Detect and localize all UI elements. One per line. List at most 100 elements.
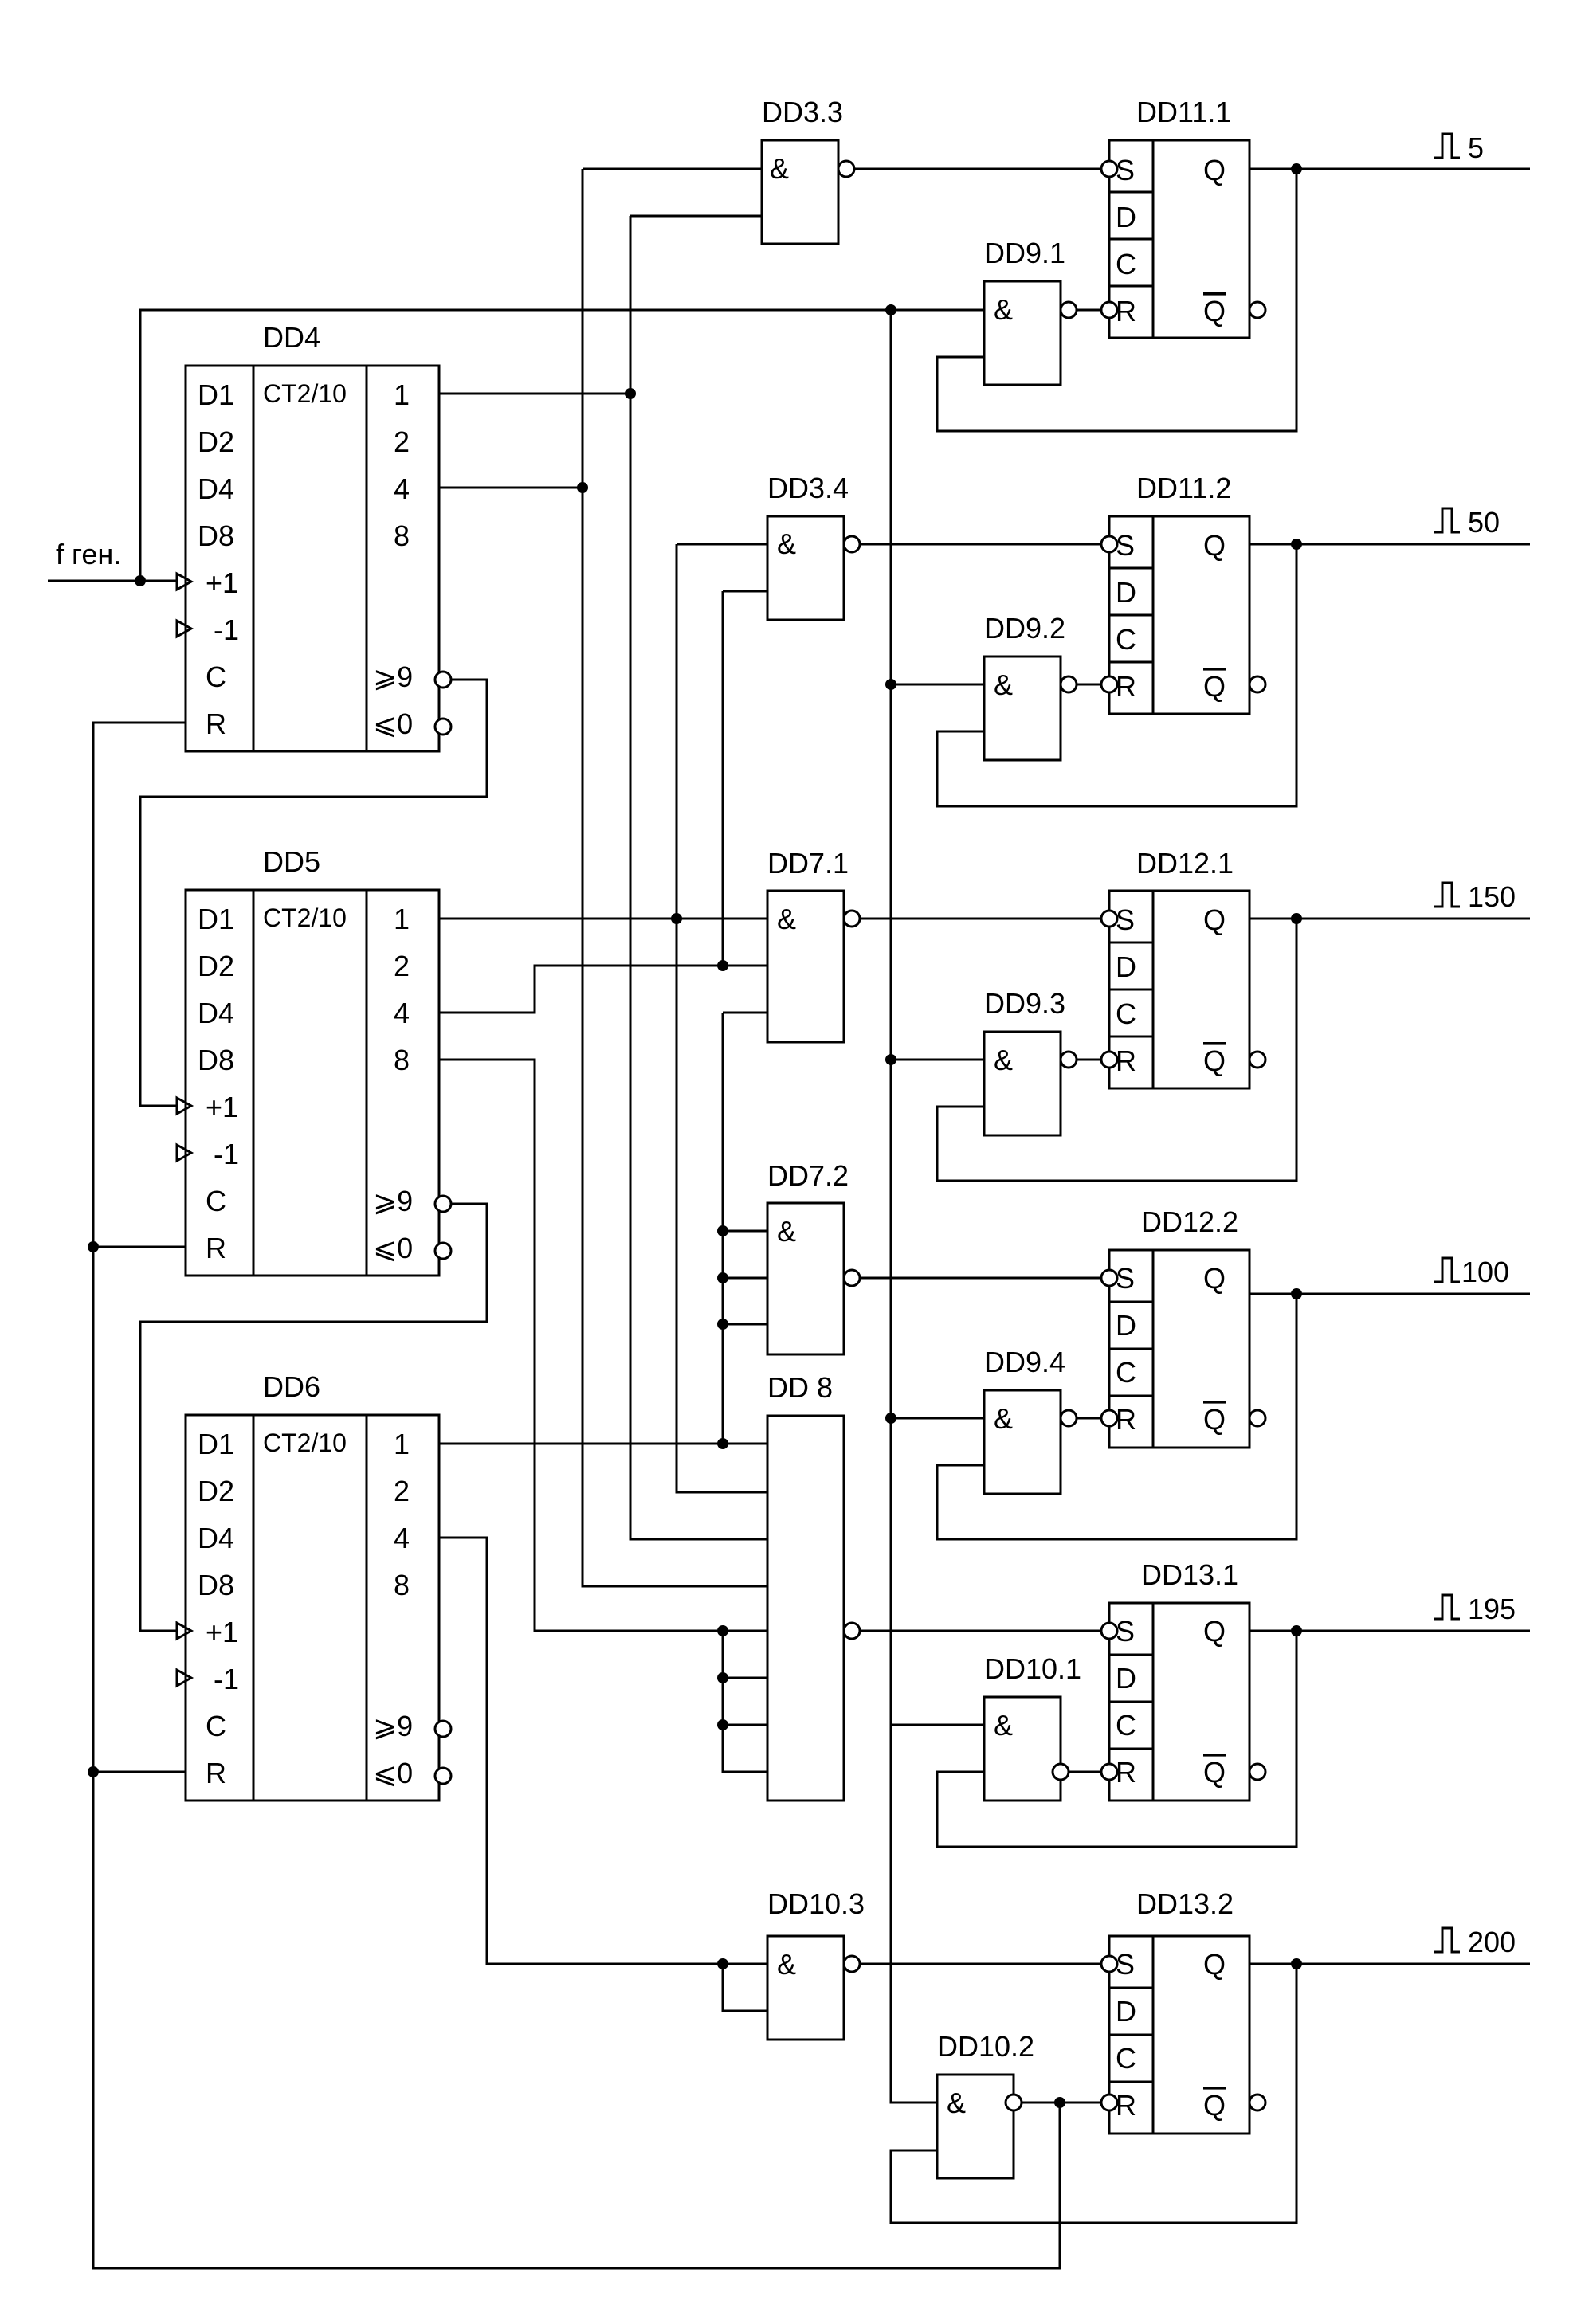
inverter-bubble-icon	[842, 1621, 861, 1640]
pulse-icon	[1434, 132, 1460, 159]
output-label: 5	[1468, 131, 1484, 164]
wire	[936, 919, 1298, 1182]
flipflop-label: DD13.1	[1141, 1558, 1238, 1591]
pin-label: R	[1116, 670, 1136, 703]
gate-dd9-4: DD9.4 &	[983, 1346, 1078, 1495]
pin-label: D1	[198, 903, 234, 935]
counter-label: DD4	[263, 321, 320, 354]
pin-label: C	[1116, 997, 1136, 1030]
wire	[936, 1631, 1298, 1848]
inverter-bubble-icon	[1100, 1954, 1119, 1973]
pin-label: -1	[214, 613, 239, 646]
pin-label: D8	[198, 1044, 234, 1076]
clock-triangle-icon	[175, 1668, 194, 1688]
junction-dot	[88, 1241, 99, 1252]
counter-dd6: DD6 CT2/10 D1 D2 D4 D8 +1 -1 C R 1 2 4 8…	[175, 1370, 453, 1802]
pin-label: Q	[1203, 2089, 1226, 2122]
gate-dd9-2: DD9.2 &	[983, 612, 1078, 762]
inverter-bubble-icon	[1059, 675, 1078, 694]
input-label: f ген.	[56, 538, 121, 570]
pulse-icon	[1434, 1593, 1460, 1621]
gate-label: DD10.2	[937, 2030, 1034, 2063]
gate-label: DD3.4	[767, 472, 849, 504]
pin-label: S	[1116, 903, 1135, 936]
pin-label: 2	[394, 425, 410, 458]
wire	[629, 216, 767, 1541]
gate-dd9-1: DD9.1 &	[983, 237, 1078, 386]
pin-label: 4	[394, 997, 410, 1029]
pin-label: C	[1116, 1709, 1136, 1742]
pin-label: 2	[394, 950, 410, 982]
flipflop-label: DD11.1	[1136, 96, 1231, 128]
pin-label: R	[1116, 2089, 1136, 2122]
flipflop-label: DD13.2	[1136, 1887, 1234, 1920]
pin-label: -1	[214, 1663, 239, 1695]
gate-label: DD7.2	[767, 1159, 849, 1192]
wire	[439, 964, 767, 1014]
wire	[139, 678, 488, 1107]
junction-dot	[1291, 163, 1302, 174]
gate-dd3-4: DD3.4 &	[766, 472, 861, 621]
wire	[139, 308, 984, 581]
gate-label: DD10.1	[984, 1652, 1081, 1685]
pin-label: D2	[198, 1475, 234, 1507]
counter-label: DD6	[263, 1370, 320, 1403]
output-100: 100	[1434, 1256, 1509, 1288]
inverter-bubble-icon	[1059, 300, 1078, 319]
pin-label: D1	[198, 1428, 234, 1460]
pin-label: D4	[198, 997, 234, 1029]
inverter-bubble-icon	[1248, 1050, 1267, 1069]
pin-label: R	[1116, 1044, 1136, 1077]
gate-dd10-1: DD10.1 &	[983, 1652, 1081, 1802]
junction-dot	[1291, 1958, 1302, 1969]
pin-label: R	[1116, 1403, 1136, 1436]
pin-label: D	[1116, 576, 1136, 609]
pin-label: D1	[198, 378, 234, 411]
pin-label: -1	[214, 1138, 239, 1170]
pin-label: 1	[394, 903, 410, 935]
pin-label: D	[1116, 201, 1136, 233]
output-5: 5	[1434, 131, 1484, 164]
gate-symbol: &	[994, 293, 1013, 326]
inverter-bubble-icon	[1100, 1050, 1119, 1069]
pin-label: D8	[198, 519, 234, 552]
junction-dot	[88, 1766, 99, 1777]
flipflop-dd11-1: DD11.1 S D C R Q Q	[1100, 96, 1267, 339]
wire	[889, 310, 937, 2104]
pulse-icon	[1434, 507, 1460, 534]
pin-label: ⩽0	[373, 707, 413, 740]
wire	[721, 1631, 767, 1773]
inverter-bubble-icon	[1059, 1050, 1078, 1069]
gate-dd10-3: DD10.3 &	[766, 1887, 865, 2041]
pin-label: S	[1116, 529, 1135, 562]
pin-label: D	[1116, 950, 1136, 983]
inverter-bubble-icon	[434, 717, 453, 736]
inverter-bubble-icon	[842, 1268, 861, 1287]
inverter-bubble-icon	[1248, 1762, 1267, 1781]
gate-symbol: &	[994, 1709, 1013, 1742]
flipflop-label: DD12.2	[1141, 1205, 1238, 1238]
flipflop-dd12-2: DD12.2 S D C R Q Q	[1100, 1205, 1267, 1449]
counter-dd5: DD5 CT2/10 D1 D2 D4 D8 +1 -1 C R 1 2 4 8…	[175, 845, 453, 1277]
gate-label: DD9.2	[984, 612, 1065, 645]
pin-label: 1	[394, 378, 410, 411]
gate-symbol: &	[777, 903, 796, 935]
junction-dot	[885, 304, 896, 315]
junction-dot	[1291, 539, 1302, 550]
pin-label: R	[206, 1757, 226, 1789]
gate-label: DD10.3	[767, 1887, 865, 1920]
inverter-bubble-icon	[434, 1241, 453, 1260]
inverter-bubble-icon	[842, 1954, 861, 1973]
inverter-bubble-icon	[1100, 1409, 1119, 1428]
pin-label: ⩾9	[373, 660, 413, 693]
gate-dd7-2: DD7.2 &	[766, 1159, 861, 1356]
inverter-bubble-icon	[1100, 909, 1119, 928]
pin-label: C	[206, 1185, 226, 1217]
inverter-bubble-icon	[837, 159, 856, 178]
inverter-bubble-icon	[1100, 535, 1119, 554]
pin-label: R	[206, 707, 226, 740]
pin-label: ⩾9	[373, 1710, 413, 1742]
flipflop-dd13-2: DD13.2 S D C R Q Q	[1100, 1887, 1267, 2135]
gate-dd9-3: DD9.3 &	[983, 987, 1078, 1137]
